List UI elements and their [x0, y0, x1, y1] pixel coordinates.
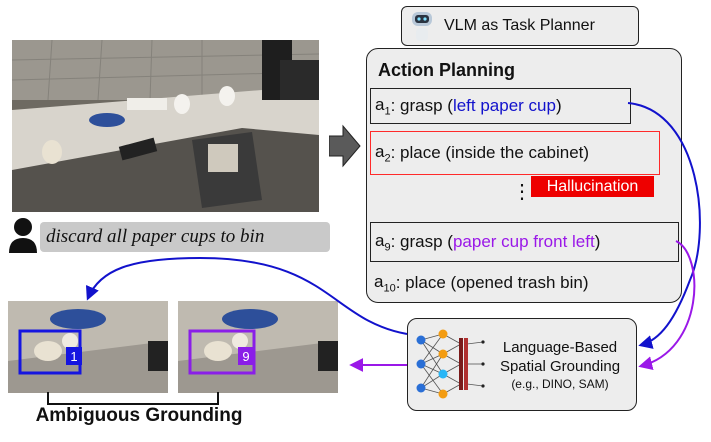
crop-badge: 9 [242, 349, 249, 364]
action-step-2: a2: place (inside the cabinet) [370, 131, 660, 175]
crop-badge: 1 [70, 349, 77, 364]
user-icon [8, 216, 38, 254]
action-planning-title: Action Planning [378, 60, 515, 81]
action-verb: : grasp ( [391, 232, 453, 252]
action-text: : place (opened trash bin) [396, 273, 589, 293]
grounding-title-line1: Language-Based [482, 339, 638, 356]
action-target: left paper cup [453, 96, 556, 116]
action-close: ) [556, 96, 562, 116]
scene-photo [12, 40, 319, 212]
crop-bracket [48, 392, 218, 404]
instruction-text: discard all paper cups to bin [46, 226, 264, 248]
vlm-header: VLM as Task Planner [401, 6, 639, 46]
grounding-examples: (e.g., DINO, SAM) [482, 377, 638, 391]
neural-network-icon [413, 324, 485, 404]
grounding-crop-2: 9 [178, 301, 338, 393]
action-close: ) [595, 232, 601, 252]
action-step-1: a1: grasp (left paper cup) [370, 88, 631, 124]
action-text: : place (inside the cabinet) [391, 143, 589, 163]
robot-icon [410, 9, 434, 43]
grounding-crop-1: 1 [8, 301, 168, 393]
vlm-title: VLM as Task Planner [444, 17, 595, 35]
action-index: 10 [383, 282, 395, 294]
action-verb: : grasp ( [391, 96, 453, 116]
action-step-10: a10: place (opened trash bin) [370, 268, 679, 298]
right-arrow-icon [329, 124, 361, 168]
ellipsis: ⋮ [512, 188, 528, 196]
grounding-title-line2: Spatial Grounding [482, 358, 638, 375]
action-step-9: a9: grasp (paper cup front left) [370, 222, 679, 262]
hallucination-badge: Hallucination [531, 176, 654, 197]
action-target: paper cup front left [453, 232, 595, 252]
instruction-pill: discard all paper cups to bin [40, 222, 330, 252]
ambiguous-grounding-title: Ambiguous Grounding [8, 405, 270, 427]
